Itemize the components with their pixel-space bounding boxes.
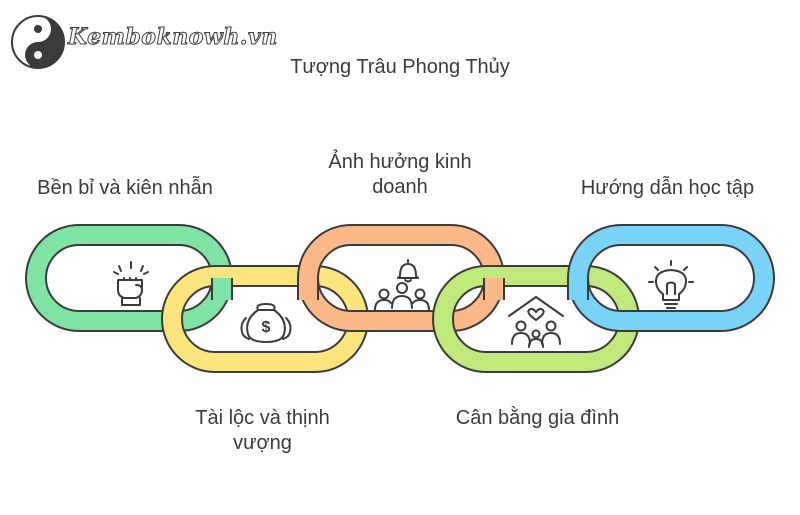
label-link-5: Hướng dẫn học tập xyxy=(560,176,775,201)
label-line: Ảnh hưởng kinh xyxy=(328,151,472,173)
label-link-3: Ảnh hưởng kinh doanh xyxy=(290,150,510,200)
label-line: Tài lộc và thịnh xyxy=(195,407,330,429)
logo-text: Kemboknowh.vn xyxy=(68,24,278,51)
diagram-title: Tượng Trâu Phong Thủy xyxy=(290,56,510,78)
label-line: Cân bằng gia đình xyxy=(455,407,620,429)
label-line: Bền bỉ và kiên nhẫn xyxy=(37,177,213,199)
label-link-4: Cân bằng gia đình xyxy=(425,406,650,431)
label-line: vượng xyxy=(233,432,292,454)
label-line: Hướng dẫn học tập xyxy=(580,177,755,199)
label-line: doanh xyxy=(372,176,428,198)
family-home-icon xyxy=(508,296,564,348)
lightbulb-icon xyxy=(648,260,694,309)
yin-yang-logo-icon xyxy=(11,15,65,69)
team-bell-icon xyxy=(374,259,430,311)
money-bags-icon: $ xyxy=(240,303,292,343)
label-link-2: Tài lộc và thịnh vượng xyxy=(155,406,370,456)
fist-icon xyxy=(113,261,149,306)
label-link-1: Bền bỉ và kiên nhẫn xyxy=(20,176,230,201)
svg-text:$: $ xyxy=(262,319,271,336)
